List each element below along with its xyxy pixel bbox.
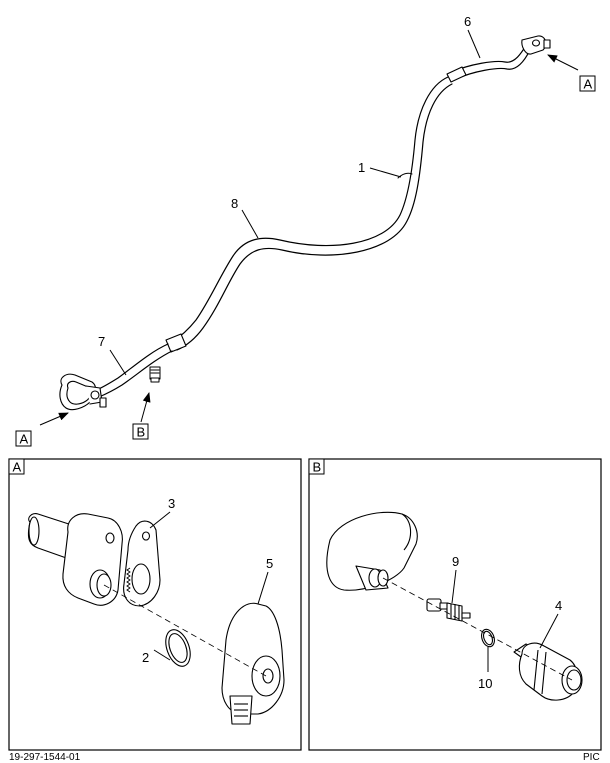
callout-1: 1 [358, 160, 365, 175]
detail-panel-b: B [308, 458, 602, 751]
lower-crimp [165, 333, 187, 353]
callout-2: 2 [142, 650, 149, 665]
view-ref-a-right: A [579, 75, 596, 92]
valve-core [426, 598, 471, 622]
svg-text:A: A [20, 432, 29, 447]
callout-5: 5 [266, 556, 273, 571]
upper-fitting [521, 35, 551, 55]
port-b-fitting [149, 366, 161, 383]
svg-text:A: A [584, 77, 593, 92]
upper-tube [451, 43, 528, 73]
footer-ref-left: 19-297-1544-01 [9, 752, 81, 763]
centerline-b [382, 577, 573, 681]
centerline-a [103, 584, 267, 677]
detail-b-label: B [313, 460, 322, 475]
detail-panel-a: A [8, 458, 302, 751]
main-hose-inner [176, 83, 453, 351]
view-ref-a-left: A [15, 430, 32, 447]
lower-flange-fitting [59, 373, 107, 411]
detail-a-label: A [13, 460, 22, 475]
hose-assembly [59, 35, 551, 411]
callout-9: 9 [452, 554, 459, 569]
lower-tube [95, 343, 169, 391]
main-hose-outer [171, 76, 449, 343]
footer-ref-right: PIC [583, 752, 600, 763]
upper-crimp [446, 66, 467, 83]
callout-6: 6 [464, 14, 471, 29]
callout-8: 8 [231, 196, 238, 211]
callout-3: 3 [168, 496, 175, 511]
callout-7: 7 [98, 334, 105, 349]
view-ref-b-lower: B [132, 423, 149, 440]
svg-text:B: B [137, 425, 146, 440]
callout-4: 4 [555, 598, 562, 613]
tube-section [326, 511, 418, 591]
leader-lines [39, 29, 579, 426]
callout-10: 10 [478, 676, 492, 691]
